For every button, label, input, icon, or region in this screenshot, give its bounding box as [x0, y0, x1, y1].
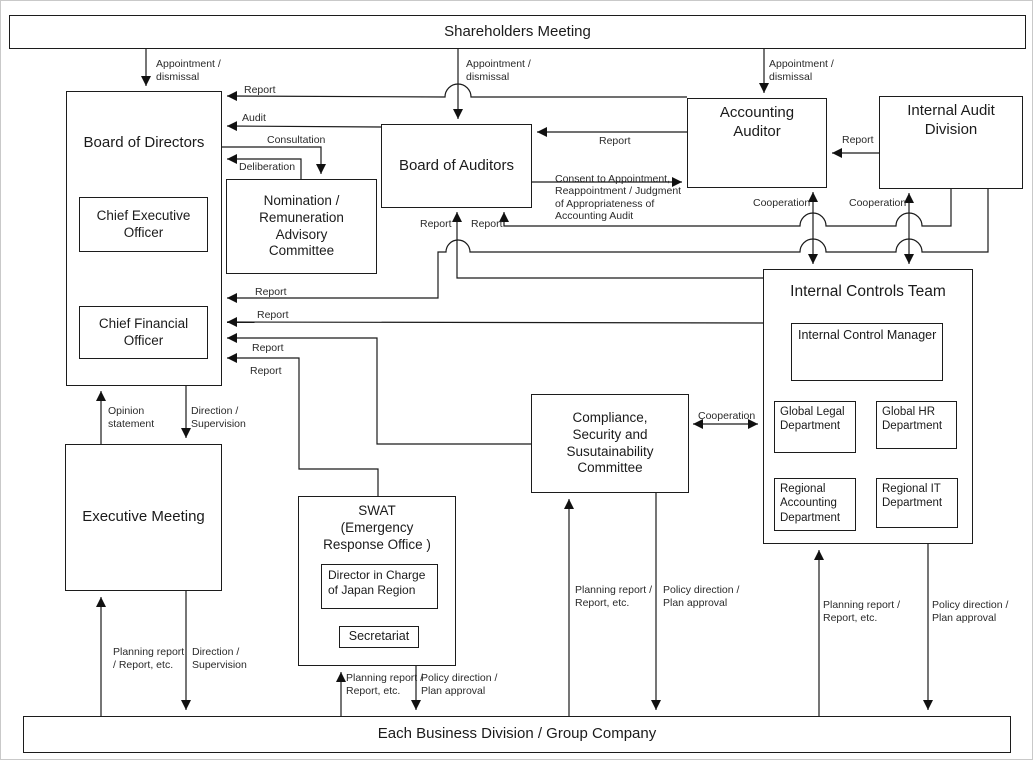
- label-report-iad-to-bod: Report: [255, 286, 287, 298]
- label-report-swat-to-bod: Report: [250, 365, 282, 377]
- label-planning-report-ict: Planning report / Report, etc.: [823, 599, 901, 624]
- label-report-ict-to-bod: Report: [257, 309, 289, 321]
- label-report-iad-to-boa: Report: [471, 218, 503, 230]
- director-in-charge-japan-box: Director in Charge of Japan Region: [321, 564, 438, 609]
- shareholders-meeting-box: Shareholders Meeting: [9, 15, 1026, 49]
- label-report-aa-to-boa: Report: [599, 135, 631, 147]
- label-policy-direction-compliance: Policy direction / Plan approval: [663, 584, 740, 609]
- label-planning-report-compliance: Planning report / Report, etc.: [575, 584, 653, 609]
- label-report-aa-to-bod: Report: [244, 84, 276, 96]
- label-appointment-dismissal-aa: Appointment / dismissal: [769, 58, 834, 83]
- compliance-security-sustainability-committee-box: Compliance, Security and Susutainability…: [531, 394, 689, 493]
- label-deliberation: Deliberation: [239, 161, 296, 173]
- secretariat-box: Secretariat: [339, 626, 419, 648]
- internal-audit-division-box: Internal Audit Division: [879, 96, 1023, 189]
- label-planning-report-em: Planning report / Report, etc.: [113, 646, 185, 671]
- label-consultation: Consultation: [267, 134, 326, 146]
- label-direction-supervision-bottom: Direction / Supervision: [192, 646, 247, 671]
- label-cooperation-aa-ict: Cooperation: [753, 197, 811, 209]
- chief-executive-officer-box: Chief Executive Officer: [79, 197, 208, 252]
- board-of-auditors-box: Board of Auditors: [381, 124, 532, 208]
- label-cooperation-compliance-ict: Cooperation: [698, 410, 756, 422]
- executive-meeting-box: Executive Meeting: [65, 444, 222, 591]
- label-report-ict-to-boa: Report: [420, 218, 452, 230]
- label-opinion-statement: Opinion statement: [108, 405, 155, 430]
- regional-it-department-box: Regional IT Department: [876, 478, 958, 528]
- label-cooperation-iad-ict: Cooperation: [849, 197, 907, 209]
- label-report-iad-to-aa: Report: [842, 134, 874, 146]
- each-business-division-box: Each Business Division / Group Company: [23, 716, 1011, 753]
- global-hr-department-box: Global HR Department: [876, 401, 957, 449]
- label-audit-boa-to-bod: Audit: [242, 112, 266, 124]
- chief-financial-officer-box: Chief Financial Officer: [79, 306, 208, 359]
- label-consent-to-appointment: Consent to Appointment, Reappointment / …: [555, 173, 682, 223]
- internal-control-manager-box: Internal Control Manager: [791, 323, 943, 381]
- label-policy-direction-swat: Policy direction / Plan approval: [421, 672, 498, 697]
- nomination-remuneration-committee-box: Nomination / Remuneration Advisory Commi…: [226, 179, 377, 274]
- label-planning-report-swat: Planning report / Report, etc.: [346, 672, 424, 697]
- label-policy-direction-ict: Policy direction / Plan approval: [932, 599, 1009, 624]
- label-report-compliance-to-bod: Report: [252, 342, 284, 354]
- accounting-auditor-box: Accounting Auditor: [687, 98, 827, 188]
- label-appointment-dismissal-bod: Appointment / dismissal: [156, 58, 221, 83]
- regional-accounting-department-box: Regional Accounting Department: [774, 478, 856, 531]
- label-appointment-dismissal-boa: Appointment / dismissal: [466, 58, 531, 83]
- global-legal-department-box: Global Legal Department: [774, 401, 856, 453]
- label-direction-supervision-top: Direction / Supervision: [191, 405, 246, 430]
